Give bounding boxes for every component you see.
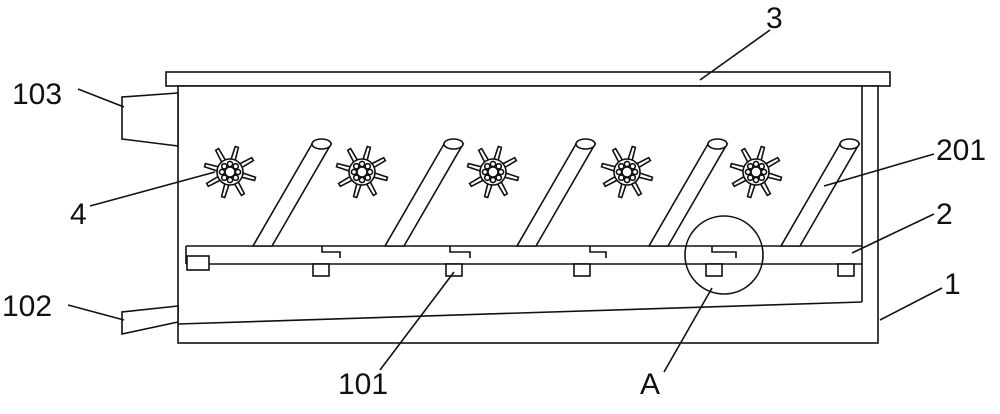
leader-103 <box>77 88 125 108</box>
leader-3 <box>699 29 771 81</box>
rotor <box>466 145 520 199</box>
label-2: 2 <box>936 198 953 231</box>
leader-4 <box>89 171 216 207</box>
inclined-rod <box>515 138 597 247</box>
label-201: 201 <box>936 134 986 167</box>
upper-outlet <box>121 92 179 147</box>
leader-101 <box>379 271 455 371</box>
housing <box>177 85 879 344</box>
rotor <box>600 145 654 199</box>
rotor <box>335 145 389 199</box>
inclined-rod <box>251 138 333 247</box>
support-blocks <box>186 255 855 277</box>
inclined-rod <box>779 138 861 247</box>
support-block <box>186 255 210 271</box>
screen-joints <box>321 246 737 258</box>
leader-lines <box>67 29 943 373</box>
inclined-rod <box>647 138 729 247</box>
label-103: 103 <box>12 78 62 111</box>
label-a: A <box>640 368 660 401</box>
leader-102 <box>67 304 125 321</box>
inclined-rods <box>251 138 861 247</box>
detail-circle <box>684 215 764 295</box>
sloped-bottom-plate <box>177 301 863 325</box>
label-3: 3 <box>766 2 783 35</box>
rotor <box>729 145 783 199</box>
leader-1 <box>879 287 943 321</box>
support-block <box>312 263 330 277</box>
lower-outlet <box>121 305 179 335</box>
inclined-rod <box>383 138 465 247</box>
support-block <box>445 263 463 277</box>
label-101: 101 <box>338 368 388 401</box>
label-102: 102 <box>2 290 52 323</box>
support-block <box>837 263 855 277</box>
support-block <box>573 263 591 277</box>
leader-201 <box>823 153 935 187</box>
label-4: 4 <box>70 198 87 231</box>
support-block <box>705 263 723 277</box>
rotor <box>203 145 257 199</box>
label-1: 1 <box>944 268 961 301</box>
leader-a <box>663 287 713 373</box>
leader-2 <box>851 213 935 254</box>
top-cover <box>165 71 891 87</box>
rotors <box>203 145 783 199</box>
